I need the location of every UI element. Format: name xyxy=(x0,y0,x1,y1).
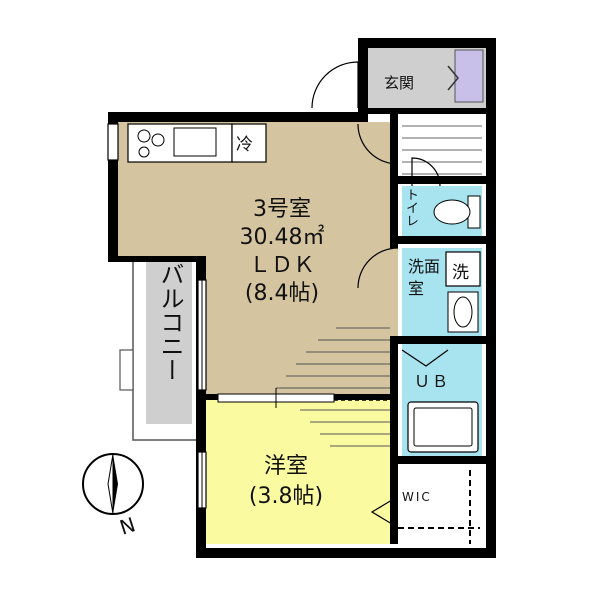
closet-room xyxy=(394,466,482,546)
wash-basin xyxy=(447,291,479,333)
balcony-floor xyxy=(146,258,192,424)
door-swings xyxy=(311,61,449,525)
balcony-label: バルコニー xyxy=(156,262,184,382)
room-type: ＬＤＫ xyxy=(248,253,315,278)
closet-shelf xyxy=(398,470,480,544)
ldk-label: 3号室 30.48㎡ ＬＤＫ (8.4帖) xyxy=(222,196,342,308)
washer-label: 洗 xyxy=(452,263,469,283)
kitchen-counter xyxy=(127,123,267,163)
windows xyxy=(107,123,207,509)
closet-label: WIC xyxy=(402,490,432,504)
compass-needle xyxy=(113,454,118,514)
entrance-label: 玄関 xyxy=(384,74,415,92)
bath-label: ＵＢ xyxy=(414,372,451,391)
bedroom-label: 洋室 (3.8帖) xyxy=(226,452,346,512)
shoe-closet xyxy=(454,49,484,103)
toilet-label: トイレ xyxy=(403,188,418,227)
fridge-label: 冷 xyxy=(236,135,253,155)
room-area: 30.48㎡ xyxy=(239,225,325,250)
toilet-fixture xyxy=(433,195,481,229)
fridge-box xyxy=(231,123,267,163)
ldk-room xyxy=(118,122,398,398)
bedroom-floor-lines xyxy=(300,409,390,447)
bathtub xyxy=(407,401,479,453)
hall-floor xyxy=(402,125,482,175)
sliding-door xyxy=(217,388,390,408)
washroom-label: 洗面室 xyxy=(408,257,441,298)
room-number: 3号室 xyxy=(253,197,311,222)
balcony xyxy=(119,249,200,441)
bedroom-name: 洋室 xyxy=(263,454,308,479)
ldk-floor-lines xyxy=(276,327,390,389)
compass xyxy=(82,453,144,515)
room-size: (8.4帖) xyxy=(244,281,320,306)
bedroom-size: (3.8帖) xyxy=(248,484,324,509)
washer-box xyxy=(445,251,481,287)
